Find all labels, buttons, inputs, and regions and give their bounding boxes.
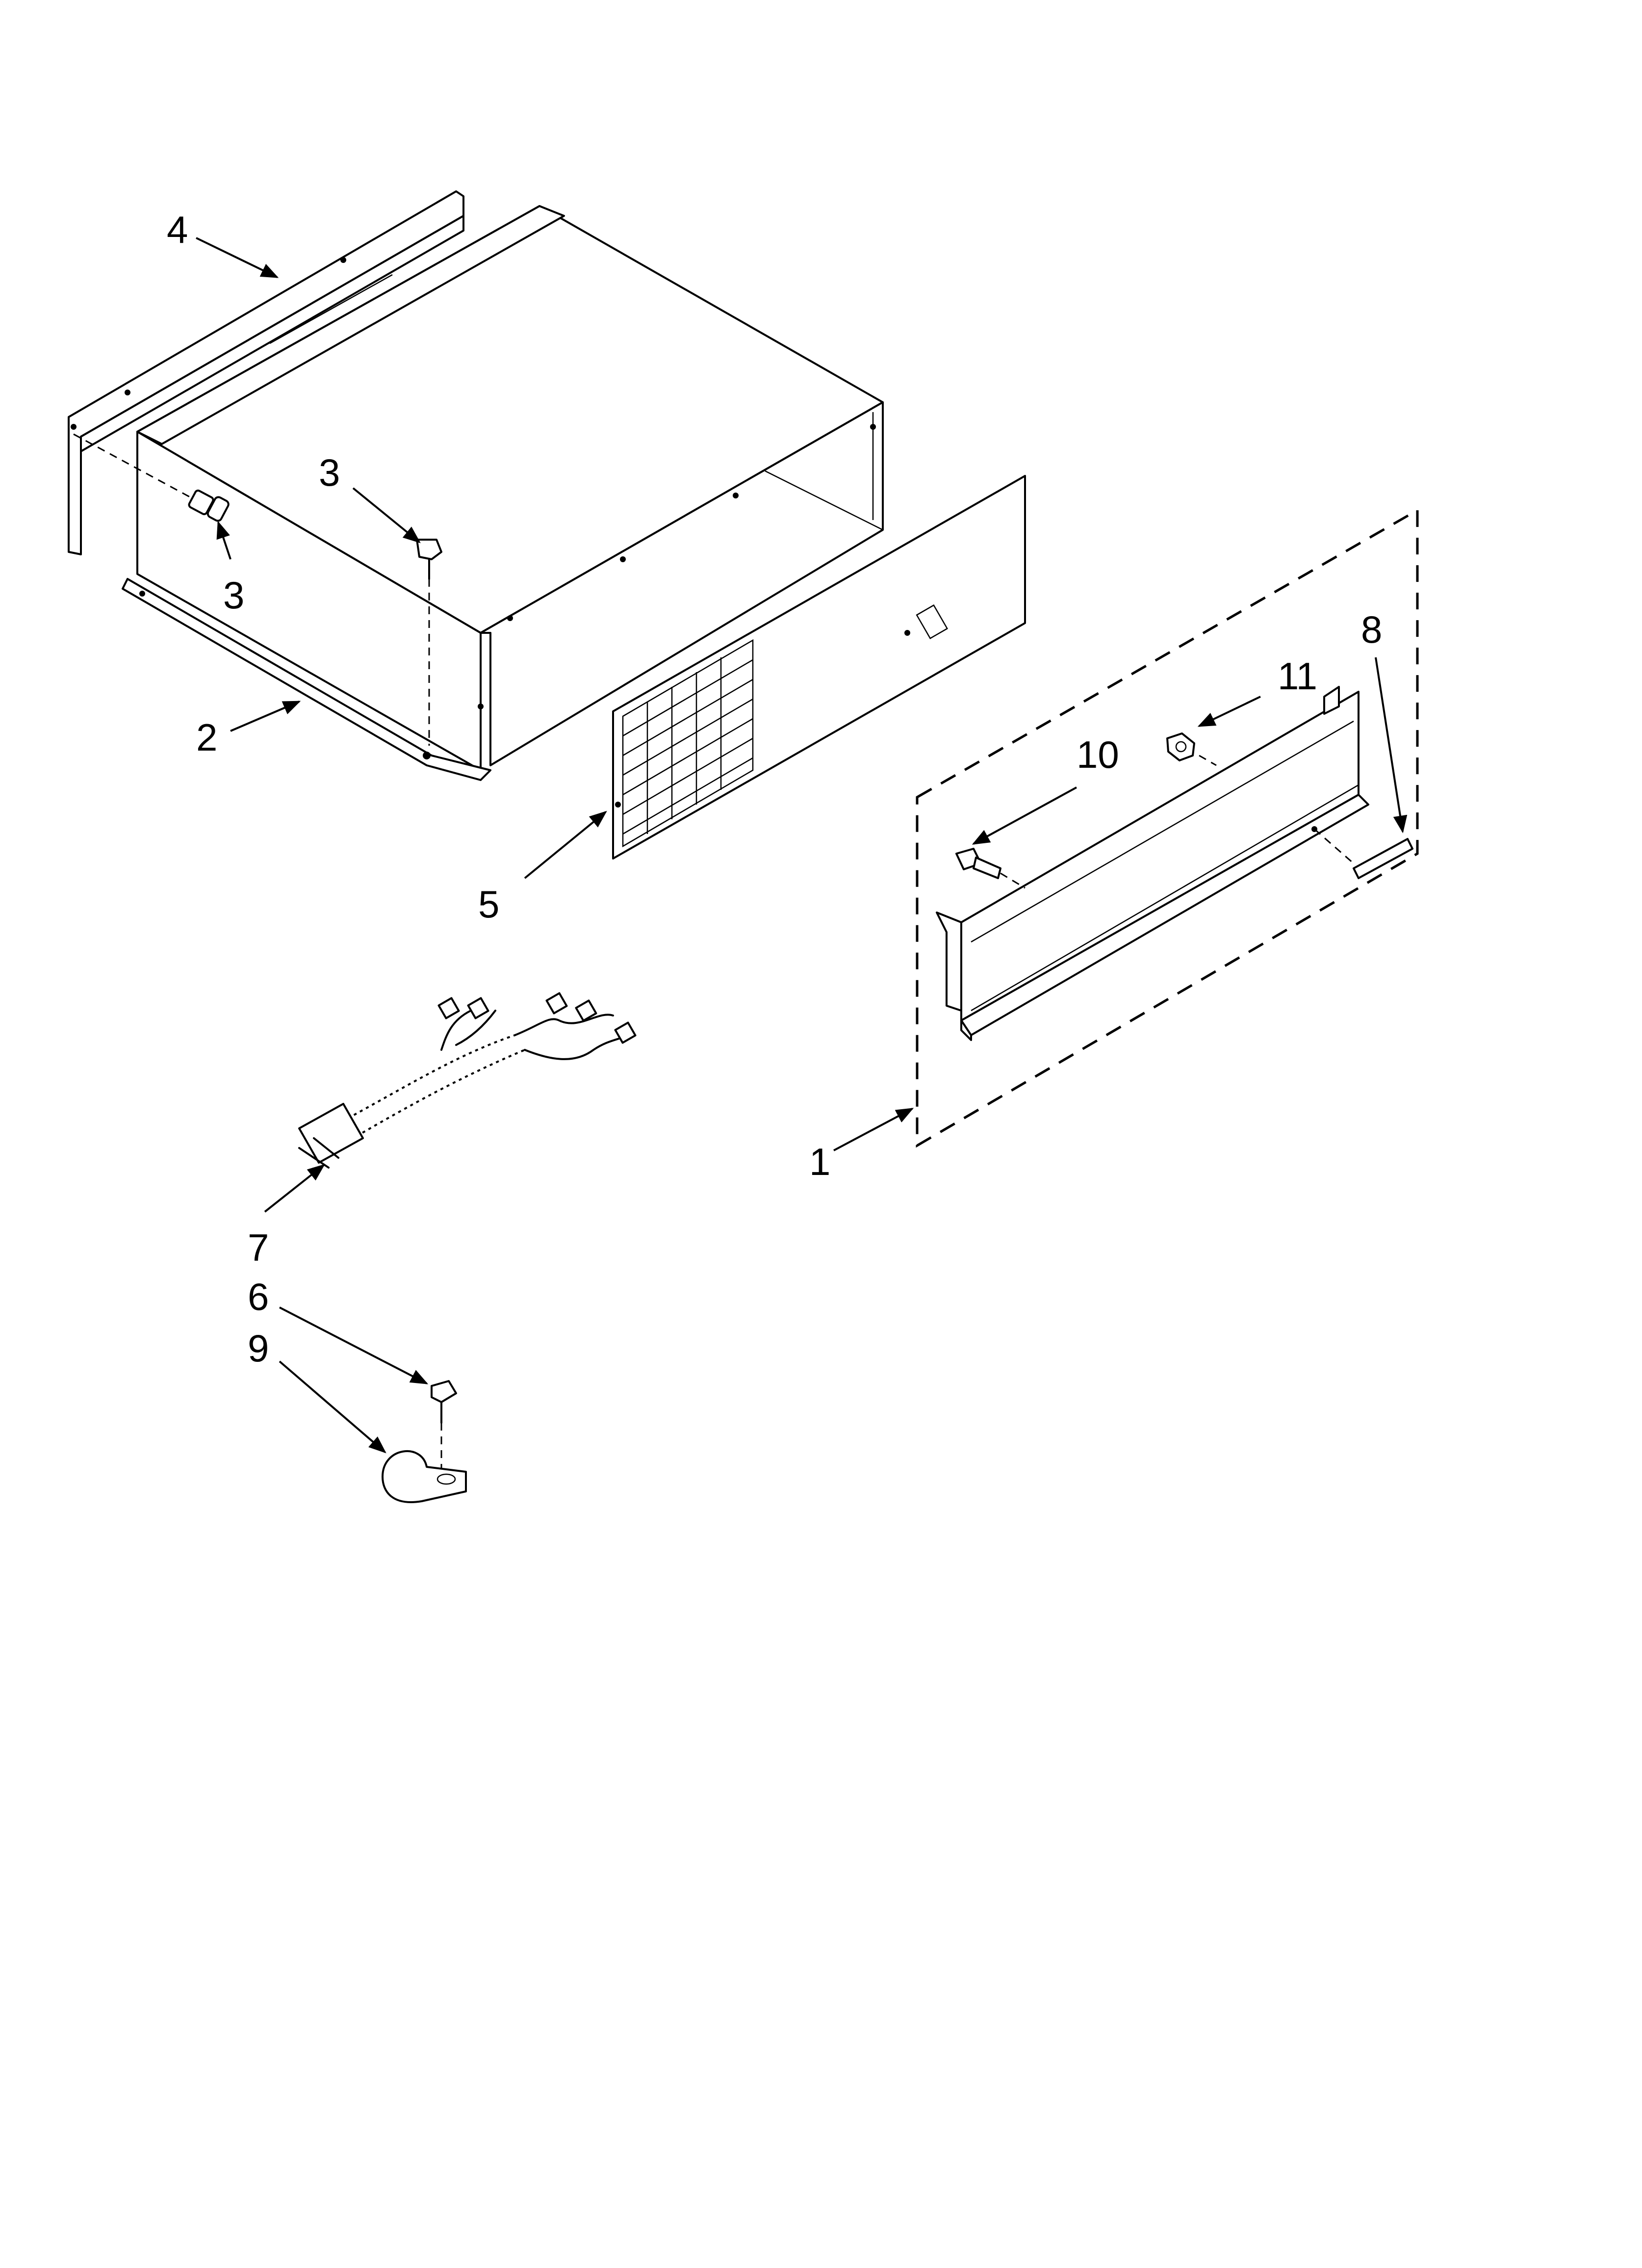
callout-11: 11	[1278, 654, 1317, 698]
wire-harness-part-7	[298, 992, 637, 1169]
callout-8: 8	[1361, 608, 1382, 651]
kickplate-assembly-part-1	[916, 508, 1419, 1148]
screw-part-3-side	[73, 433, 230, 522]
rear-bracket-part-4	[68, 190, 464, 555]
housing-part-2	[122, 205, 884, 781]
callout-3-side: 3	[223, 574, 244, 617]
callout-2: 2	[196, 716, 217, 759]
callout-4: 4	[167, 208, 188, 251]
grille-panel-part-5	[612, 475, 1026, 860]
grille-vents	[622, 639, 754, 848]
clamp-part-9	[382, 1450, 467, 1503]
screw-part-3-top	[416, 539, 442, 746]
nameplate-part-8	[1314, 828, 1413, 879]
nut-part-11	[1166, 732, 1217, 766]
callout-10: 10	[1077, 733, 1119, 776]
kickplate-panel	[936, 686, 1369, 1041]
callout-7: 7	[248, 1226, 269, 1269]
callout-3-top: 3	[319, 451, 340, 494]
callout-1: 1	[809, 1140, 830, 1183]
callout-labels: 4 3 3 2 5 8 11 10 1 7 6 9	[167, 208, 1382, 1370]
callout-6: 6	[248, 1275, 269, 1318]
leader-lines	[196, 237, 1408, 1454]
callout-5: 5	[478, 883, 499, 926]
screw-part-10	[955, 848, 1026, 889]
callout-9: 9	[248, 1327, 269, 1370]
screw-part-6	[431, 1380, 457, 1472]
